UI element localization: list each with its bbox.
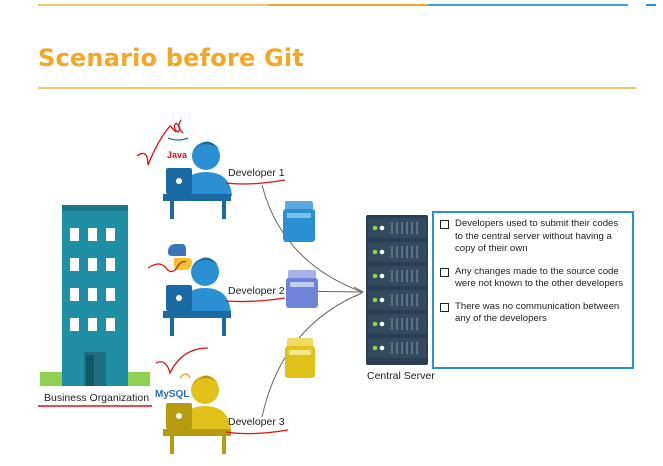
java-label: Java xyxy=(167,150,188,160)
checkmark-annotation-1 xyxy=(136,125,177,166)
info-box: Developers used to submit their codes to… xyxy=(432,211,634,369)
developer-1-label: Developer 1 xyxy=(228,167,285,179)
bullet-item: Developers used to submit their codes to… xyxy=(440,218,626,256)
server-label: Central Server xyxy=(367,370,435,382)
server-rack-icon xyxy=(366,215,428,365)
bullet-item: Any changes made to the source code were… xyxy=(440,266,626,291)
dev3-underline-annotation xyxy=(225,429,289,435)
bullet-text: There was no communication between any o… xyxy=(455,300,620,325)
developer-3-label: Developer 3 xyxy=(228,416,285,428)
squiggle-annotation-2 xyxy=(147,260,187,273)
developer-2-icon xyxy=(163,257,231,336)
dev2-underline-annotation xyxy=(225,297,286,303)
developer-1-icon xyxy=(163,141,232,219)
developer-3-icon xyxy=(163,375,231,454)
mysql-dolphin-icon xyxy=(179,373,191,379)
dev1-underline-annotation xyxy=(225,179,286,185)
java-logo-icon xyxy=(167,119,189,141)
top-accent-bar xyxy=(38,4,656,6)
slide-title: Scenario before Git xyxy=(38,44,305,72)
bullet-text: Developers used to submit their codes to… xyxy=(455,218,619,254)
bullet-item: There was no communication between any o… xyxy=(440,301,626,326)
bullet-text: Any changes made to the source code were… xyxy=(455,265,623,290)
checkbox-bullet-icon xyxy=(440,220,449,229)
python-logo-icon xyxy=(168,244,192,270)
mysql-logo-label: MySQL xyxy=(155,389,189,400)
folder-icon-yellow xyxy=(285,338,315,378)
folder-icon-blue xyxy=(283,201,315,242)
folder-icon-purple xyxy=(286,270,318,308)
checkbox-bullet-icon xyxy=(440,267,449,277)
checkmark-annotation-3 xyxy=(155,347,209,375)
title-underline xyxy=(38,87,636,89)
org-label: Business Organization xyxy=(44,392,150,404)
building-icon xyxy=(40,205,150,386)
checkbox-bullet-icon xyxy=(440,302,449,312)
developer-2-label: Developer 2 xyxy=(228,285,285,297)
